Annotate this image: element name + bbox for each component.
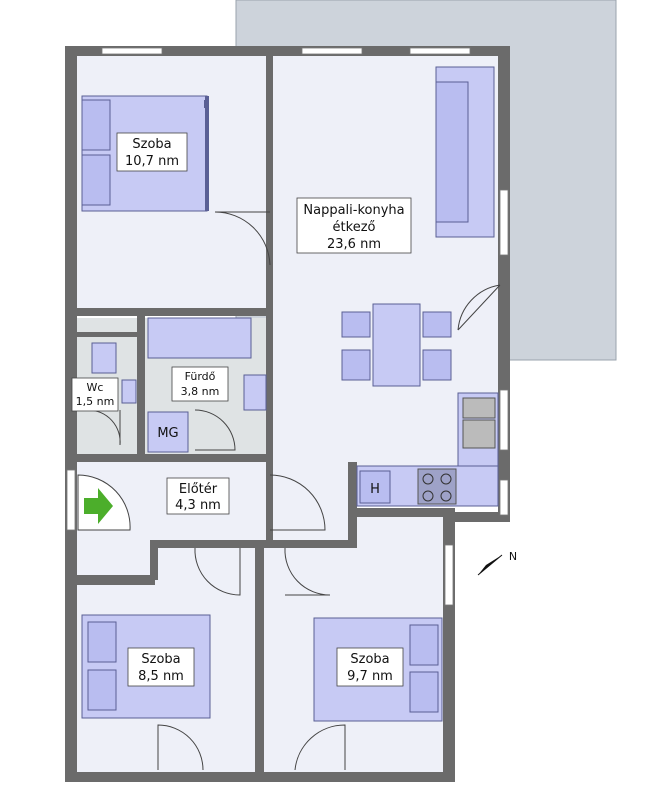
washer — [147, 411, 189, 453]
sink-icon — [462, 397, 496, 419]
svg-text:Előtér: Előtér — [179, 482, 218, 497]
svg-text:Szoba: Szoba — [141, 652, 180, 667]
cooktop-icon — [417, 468, 457, 505]
svg-text:8,5 nm: 8,5 nm — [138, 669, 184, 684]
svg-text:3,8 nm: 3,8 nm — [181, 385, 220, 398]
label-bedroom-2: Szoba 8,5 nm — [127, 647, 195, 687]
label-hall: Előtér 4,3 nm — [166, 477, 230, 515]
sofa — [435, 66, 495, 238]
label-bedroom-1: Szoba 10,7 nm — [116, 132, 188, 172]
entry-arrow-icon — [84, 488, 113, 524]
washer-label: MG — [157, 426, 178, 441]
svg-text:4,3 nm: 4,3 nm — [175, 498, 221, 513]
washbasin — [243, 374, 267, 411]
svg-text:1,5 nm: 1,5 nm — [76, 395, 115, 408]
svg-text:9,7 nm: 9,7 nm — [347, 669, 393, 684]
label-wc: Wc 1,5 nm — [71, 377, 119, 412]
svg-text:étkező: étkező — [333, 220, 376, 235]
fridge — [359, 470, 391, 504]
compass-icon: N — [477, 550, 517, 576]
bath-fixtures: MG — [147, 317, 267, 453]
bathtub — [147, 317, 252, 359]
kitchen-counter: H — [356, 392, 499, 507]
svg-text:Szoba: Szoba — [132, 137, 171, 152]
label-bath: Fürdő 3,8 nm — [171, 366, 229, 402]
svg-text:N: N — [509, 550, 517, 563]
fridge-label: H — [370, 482, 380, 497]
toilet-icon — [91, 342, 117, 374]
svg-text:Wc: Wc — [87, 381, 104, 394]
svg-text:Fürdő: Fürdő — [185, 370, 216, 383]
dining-set — [341, 303, 452, 387]
label-living: Nappali-konyha étkező 23,6 nm — [296, 197, 412, 254]
svg-text:Szoba: Szoba — [350, 652, 389, 667]
windows — [66, 47, 509, 606]
svg-text:10,7 nm: 10,7 nm — [125, 154, 179, 169]
wc-fixtures — [91, 342, 137, 404]
label-bedroom-3: Szoba 9,7 nm — [336, 647, 404, 687]
doors — [87, 211, 501, 771]
wc-basin — [121, 379, 137, 404]
svg-text:Nappali-konyha: Nappali-konyha — [303, 203, 404, 218]
svg-text:23,6 nm: 23,6 nm — [327, 237, 381, 252]
